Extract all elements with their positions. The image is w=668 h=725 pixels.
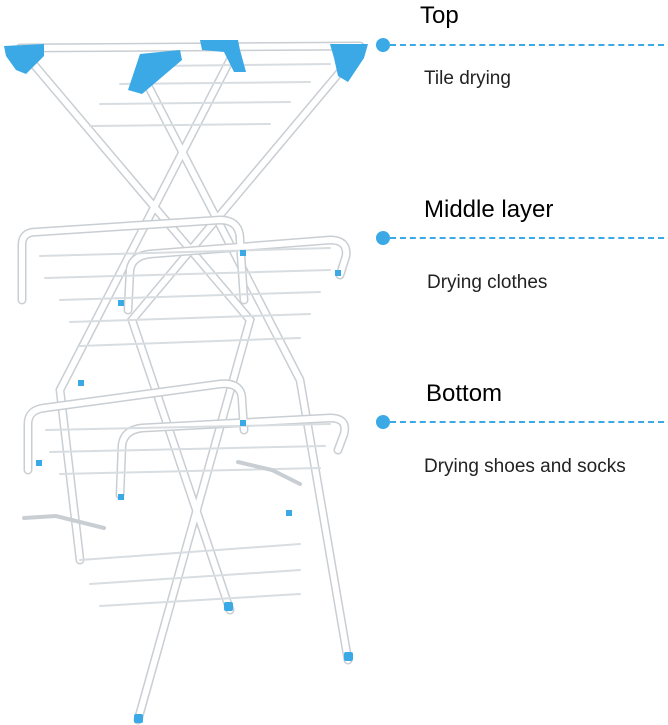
top-corner-caps — [4, 40, 368, 94]
callout-middle-layer: Middle layer Drying clothes — [372, 190, 664, 300]
middle-frame — [17, 215, 351, 347]
level-title: Top — [420, 2, 459, 29]
dashed-leader-line — [390, 421, 664, 423]
blue-dot-icon — [376, 38, 390, 52]
level-title: Middle layer — [424, 196, 554, 223]
blue-dot-icon — [376, 231, 390, 245]
level-description: Drying clothes — [427, 272, 548, 293]
bottom-frame — [22, 379, 350, 607]
hinge-clips — [36, 250, 341, 516]
callout-bottom: Bottom Drying shoes and socks — [372, 374, 664, 484]
level-description: Drying shoes and socks — [424, 456, 626, 477]
level-title: Bottom — [426, 380, 503, 407]
dashed-leader-line — [390, 44, 664, 46]
level-description: Tile drying — [424, 68, 511, 89]
rack-feet — [134, 602, 353, 723]
callout-top: Top Tile drying — [372, 0, 664, 110]
drying-rack-icon — [4, 40, 368, 725]
blue-dot-icon — [376, 415, 390, 429]
dashed-leader-line — [390, 237, 664, 239]
